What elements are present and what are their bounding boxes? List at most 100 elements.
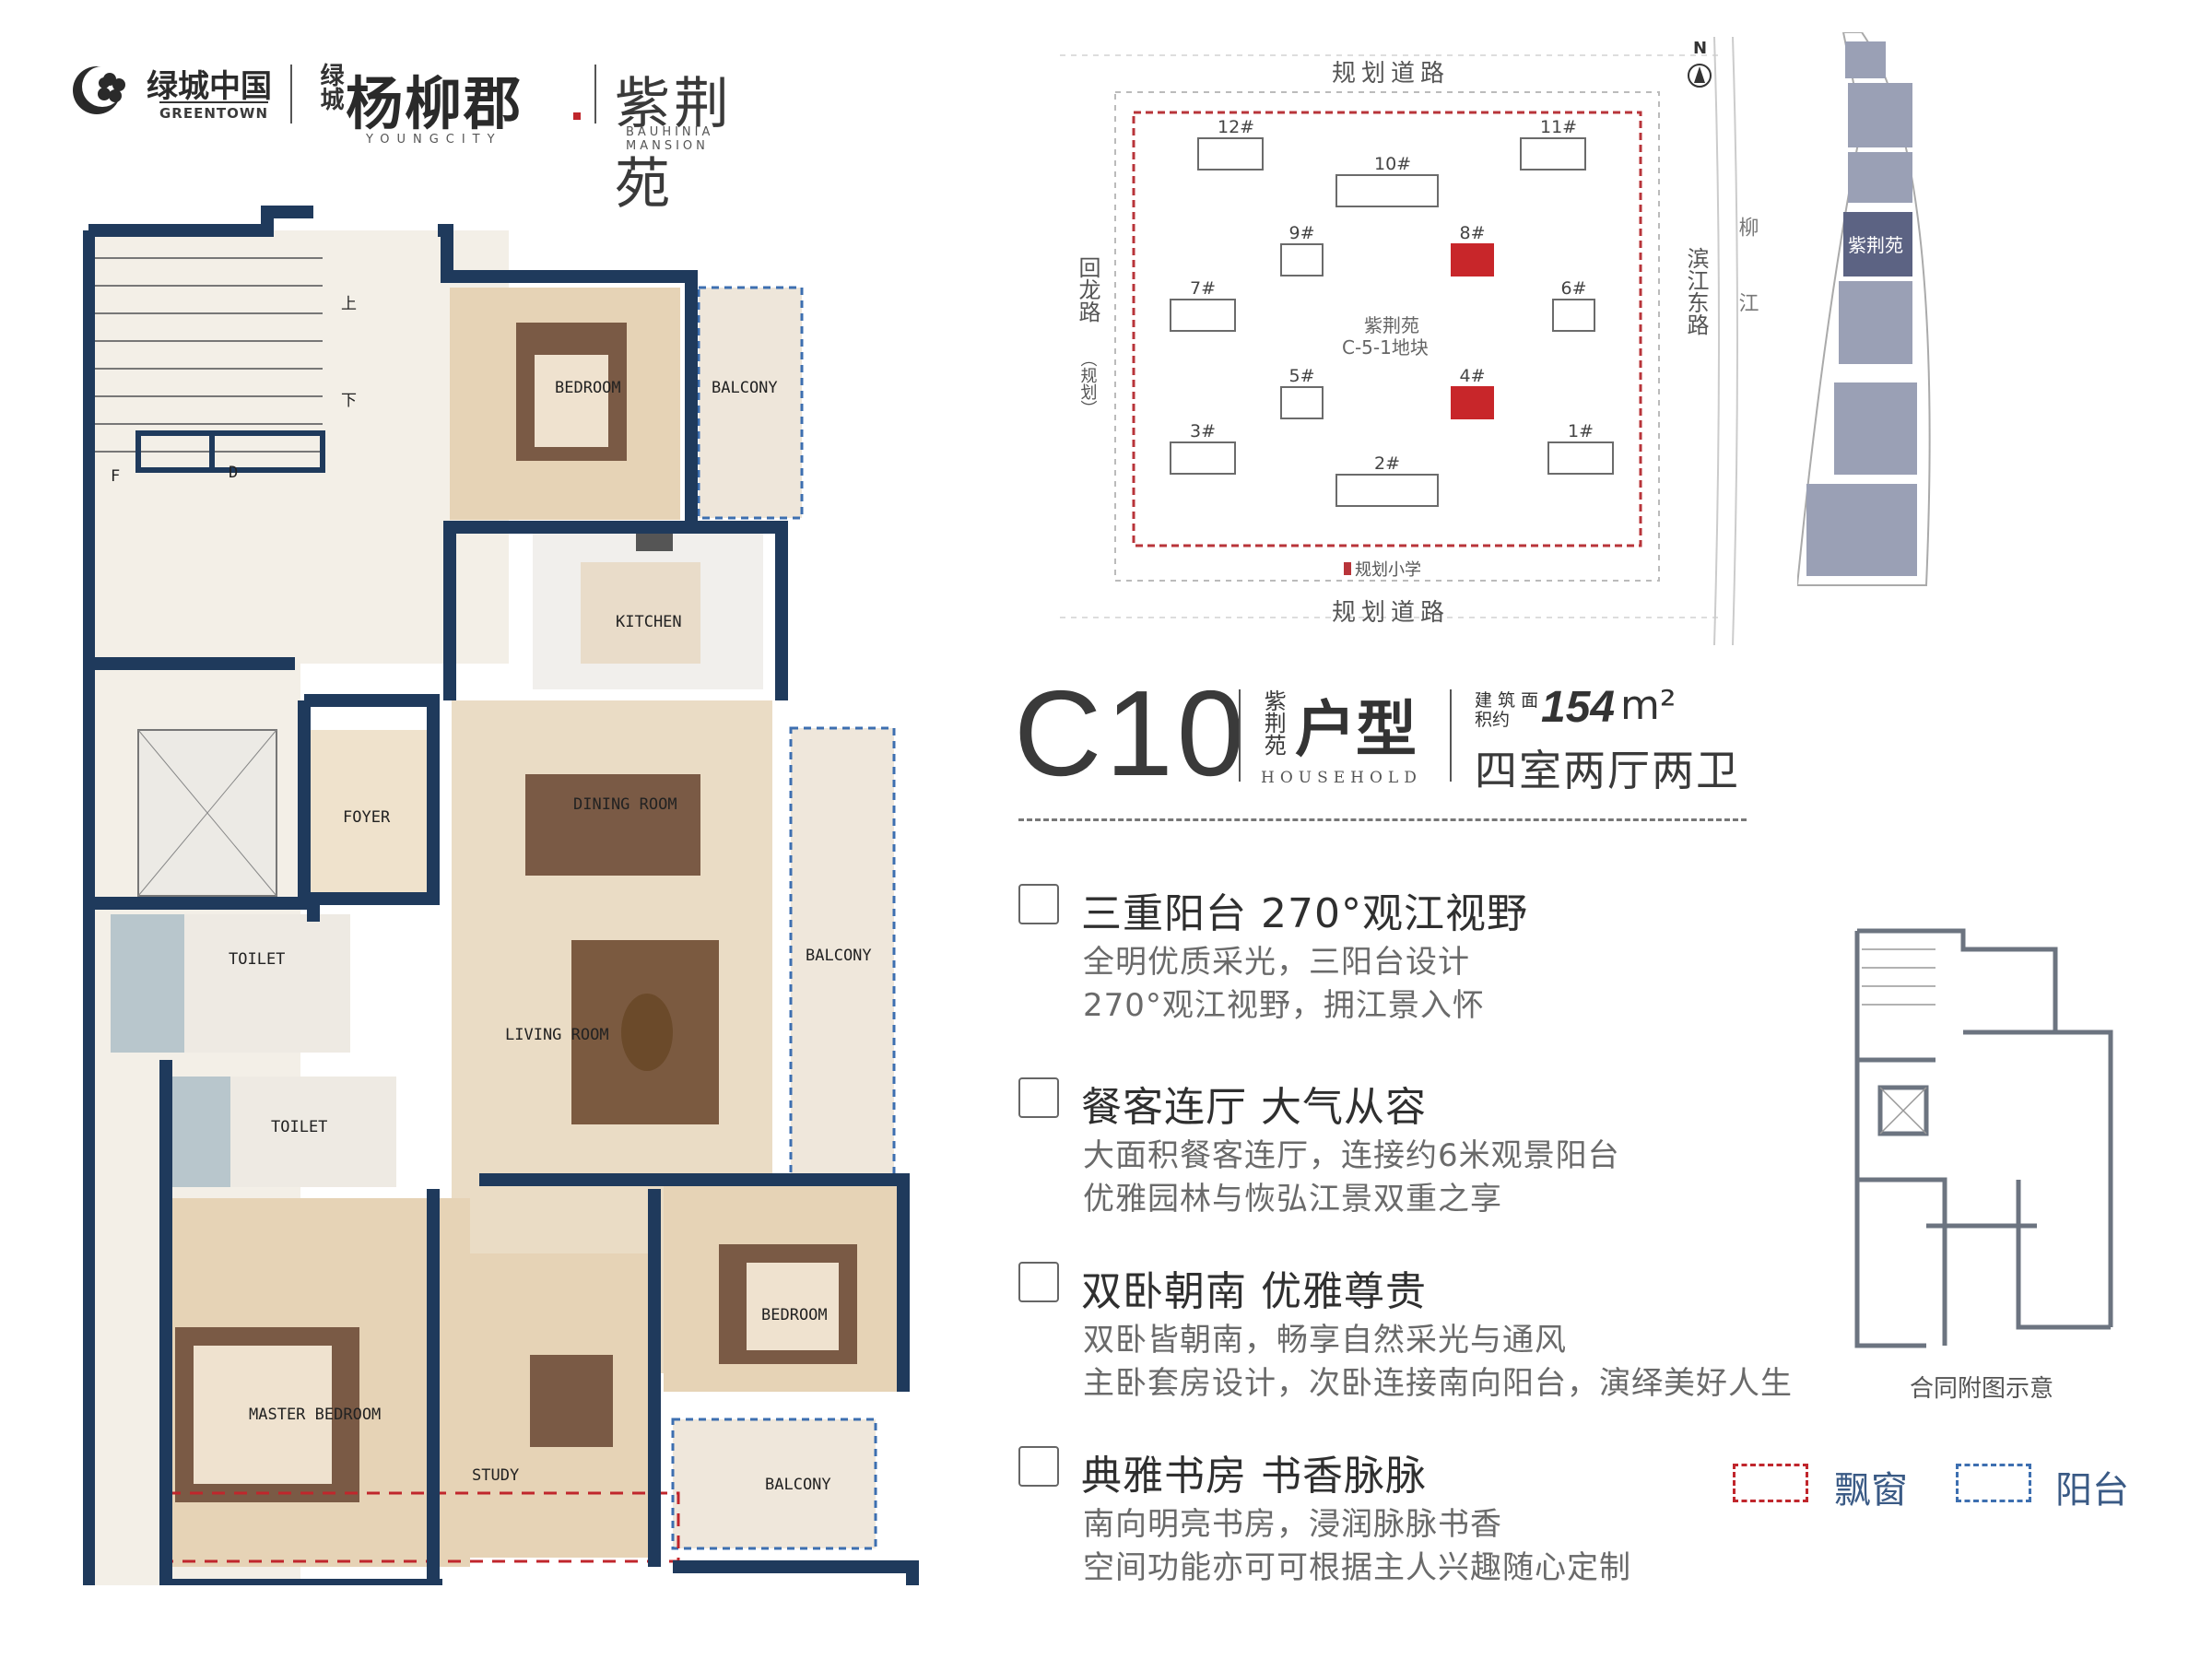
mansion-en: BAUHINIA MANSION xyxy=(626,125,714,153)
feature-line: 主卧套房设计，次卧连接南向阳台，演绎美好人生 xyxy=(1083,1365,1793,1402)
locator-map: 紫荆苑 xyxy=(1797,32,1931,586)
school-icon xyxy=(1344,562,1351,575)
road-left: 回龙路 xyxy=(1075,256,1100,323)
feature-line: 优雅园林与恢弘江景双重之享 xyxy=(1083,1181,1502,1218)
household-label: 户型 xyxy=(1295,693,1417,765)
building-5 xyxy=(1280,386,1324,419)
floor-plan: 上 下 F D BEDROOM BALCONY KITCHEN DINING R… xyxy=(83,206,919,1585)
room-dining: DINING ROOM xyxy=(573,795,677,814)
divider xyxy=(290,65,292,124)
stair-down-label: 下 xyxy=(341,392,357,410)
household-en: HOUSEHOLD xyxy=(1261,769,1422,787)
feature-title: 餐客连厅 大气从容 xyxy=(1081,1084,1427,1131)
building-label: 2# xyxy=(1374,453,1400,474)
header-divider xyxy=(1018,818,1747,821)
building-label: 12# xyxy=(1218,117,1254,137)
shaft-f-label: F xyxy=(111,467,120,486)
building-7 xyxy=(1170,299,1236,332)
mansion-name: 紫荆苑 xyxy=(615,72,733,217)
brand-logo: 绿城中国 GREENTOWN 绿城 杨柳郡 YOUNGCITY 紫荆苑 BAUH… xyxy=(69,57,770,217)
feature-title: 典雅书房 书香脉脉 xyxy=(1081,1453,1427,1500)
feature-line: 270°观江视野，拥江景入怀 xyxy=(1083,987,1485,1024)
building-11 xyxy=(1520,137,1586,171)
locator-label: 紫荆苑 xyxy=(1848,234,1903,256)
building-6 xyxy=(1552,299,1595,332)
room-living: LIVING ROOM xyxy=(505,1026,609,1044)
building-label: 11# xyxy=(1540,117,1577,137)
legend-bay-swatch xyxy=(1733,1464,1808,1502)
river-label: 柳江 xyxy=(1735,217,1759,368)
building-label: 7# xyxy=(1190,278,1216,299)
building-1 xyxy=(1547,441,1614,475)
feature-title: 三重阳台 270°观江视野 xyxy=(1081,890,1528,937)
building-label: 5# xyxy=(1289,366,1315,386)
project-name: 杨柳郡 xyxy=(346,70,524,137)
north-label: N xyxy=(1693,39,1707,58)
building-8 xyxy=(1451,243,1494,276)
room-kitchen: KITCHEN xyxy=(616,613,682,631)
vertical-name: 紫荆苑 xyxy=(1260,689,1287,756)
feature-line: 双卧皆朝南，畅享自然采光与通风 xyxy=(1083,1322,1567,1359)
dining-table-icon xyxy=(525,774,700,876)
layout-text: 四室两厅两卫 xyxy=(1475,746,1740,795)
room-bedroom-top: BEDROOM xyxy=(555,379,621,397)
building-label: 8# xyxy=(1460,223,1486,243)
project-en: YOUNGCITY xyxy=(366,133,502,147)
area-value: 154 xyxy=(1541,683,1616,732)
room-balcony-east: BALCONY xyxy=(806,947,872,965)
building-3 xyxy=(1170,441,1236,475)
divider xyxy=(594,65,596,124)
feature-line: 空间功能亦可可根据主人兴趣随心定制 xyxy=(1083,1549,1631,1586)
bed-icon xyxy=(1018,1262,1059,1302)
building-4 xyxy=(1451,386,1494,419)
building-label: 10# xyxy=(1374,154,1411,174)
school-label: 规划小学 xyxy=(1355,560,1421,580)
building-label: 1# xyxy=(1568,421,1594,441)
locator-highlight xyxy=(1843,212,1912,276)
road-bottom: 规划道路 xyxy=(1332,599,1450,627)
building-label: 3# xyxy=(1190,421,1216,441)
red-dot xyxy=(573,112,581,120)
feature-title: 双卧朝南 优雅尊贵 xyxy=(1081,1268,1427,1315)
area-unit: m² xyxy=(1620,682,1677,729)
building-9 xyxy=(1280,243,1324,276)
shaft-d-label: D xyxy=(229,464,238,482)
road-top: 规划道路 xyxy=(1332,60,1450,88)
site-boundary xyxy=(1132,111,1642,547)
legend-balcony-label: 阳台 xyxy=(2055,1469,2129,1512)
greentown-flower-icon xyxy=(73,66,125,114)
feature-line: 全明优质采光，三阳台设计 xyxy=(1083,944,1470,981)
stair-up-label: 上 xyxy=(341,295,357,313)
road-right: 滨江东路 xyxy=(1683,247,1709,335)
room-balcony-top: BALCONY xyxy=(712,379,778,397)
building-label: 9# xyxy=(1289,223,1315,243)
building-10 xyxy=(1335,174,1439,207)
site-plan: 规划道路 规划道路 回龙路 （规划） 滨江东路 柳江 N 12# 11# 10# 9#… xyxy=(1060,37,1759,645)
sofa-icon xyxy=(1018,1077,1059,1118)
room-foyer: FOYER xyxy=(343,808,391,827)
legend-balcony-swatch xyxy=(1956,1464,2031,1502)
contract-plan-thumbnail xyxy=(1854,928,2113,1348)
logo-en: GREENTOWN xyxy=(159,101,268,122)
divider xyxy=(1239,689,1241,782)
divider xyxy=(1450,689,1452,782)
building-12 xyxy=(1197,137,1264,171)
contract-caption: 合同附图示意 xyxy=(1910,1375,2054,1403)
north-arrow-icon xyxy=(1688,64,1712,88)
center-plot: C-5-1地块 xyxy=(1342,336,1429,359)
building-label: 6# xyxy=(1561,278,1587,299)
desk-icon xyxy=(1018,1446,1059,1487)
building-label: 4# xyxy=(1460,366,1486,386)
room-study: STUDY xyxy=(472,1466,519,1485)
type-code: C10 xyxy=(1014,665,1249,801)
area-label: 建 筑 面积约 xyxy=(1475,690,1539,730)
room-toilet-1: TOILET xyxy=(229,950,285,969)
room-balcony-south: BALCONY xyxy=(765,1476,831,1494)
city-brand-small: 绿城 xyxy=(316,63,344,111)
logo-cn: 绿城中国 xyxy=(147,68,272,105)
road-left-note: （规划） xyxy=(1078,350,1098,417)
feature-line: 南向明亮书房，浸润脉脉书香 xyxy=(1083,1506,1502,1543)
legend-bay-label: 飘窗 xyxy=(1834,1469,1908,1512)
feature-line: 大面积餐客连厅，连接约6米观景阳台 xyxy=(1083,1137,1620,1174)
balcony-icon xyxy=(1018,884,1059,924)
